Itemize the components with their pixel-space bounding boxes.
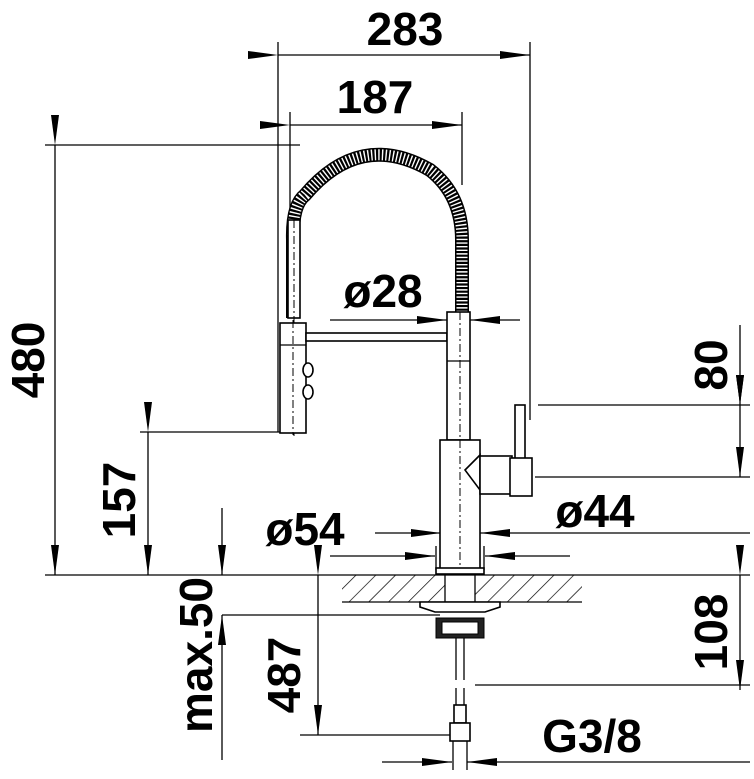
dim-ø44: ø44 [555,485,635,537]
lever [514,404,526,461]
dim-80: 80 [685,339,737,390]
faucet [279,147,582,770]
extension-lines [45,42,750,736]
dim-157: 157 [93,462,145,539]
dim-ø54: ø54 [265,503,345,555]
dim-487: 487 [258,637,310,714]
spring-hose [285,147,469,318]
spout-rod [305,332,448,342]
dim-187: 187 [337,71,414,123]
dimension-labels: 283 187 480 ø28 80 157 ø44 ø54 max.50 48… [2,3,737,762]
dimension-lines [51,51,750,766]
dim-283: 283 [367,3,444,55]
dim-480: 480 [2,322,54,399]
dim-ø28: ø28 [343,265,422,317]
dim-g3-8: G3/8 [542,710,642,762]
dim-max-50: max.50 [170,577,222,733]
upper-tube [446,311,471,441]
dim-108: 108 [685,594,737,671]
connection-nut [449,722,471,742]
handle-block [479,455,513,495]
